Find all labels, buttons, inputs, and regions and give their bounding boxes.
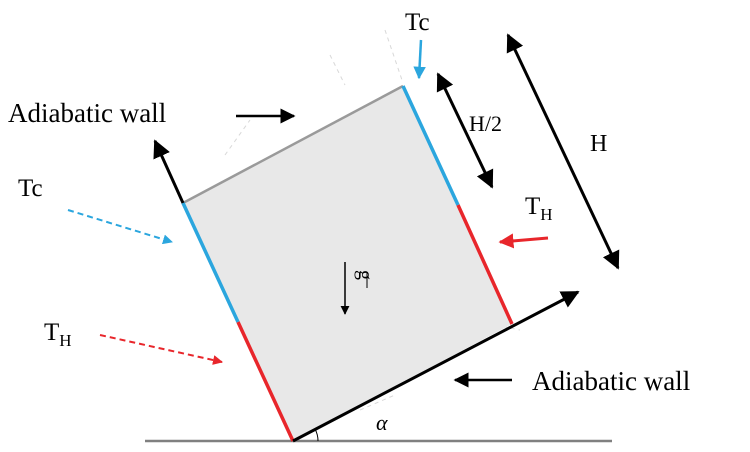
- th-right-arrow: [498, 233, 549, 249]
- adiabatic-bottom-wall: [292, 290, 580, 443]
- left-axis-arrow: [153, 139, 185, 204]
- th-left-label: TH: [44, 319, 72, 350]
- gravity-label: g: [354, 270, 376, 280]
- h-half-dimension: [436, 72, 494, 189]
- h-full-dimension: [506, 33, 620, 270]
- tc-left-label: Tc: [18, 175, 43, 202]
- guide-lines: [224, 29, 521, 411]
- hot-wall-right: [456, 204, 514, 325]
- adiabatic-bottom-label: Adiabatic wall: [532, 366, 690, 396]
- tc-left-arrow: [67, 209, 173, 245]
- adiabatic-top-label: Adiabatic wall: [8, 98, 166, 128]
- angle-arc: [314, 428, 319, 442]
- adiabatic-top-wall: [182, 84, 404, 205]
- tc-top-label: Tc: [405, 9, 430, 36]
- angle-label: α: [376, 410, 388, 435]
- cold-wall-left: [181, 202, 240, 323]
- cavity: [183, 86, 512, 441]
- th-right-label: TH: [525, 193, 553, 224]
- th-left-arrow: [99, 334, 223, 365]
- h-full-label: H: [590, 131, 607, 157]
- tc-top-arrow: [413, 39, 426, 80]
- hot-wall-left: [236, 321, 295, 442]
- h-half-label: H/2: [469, 111, 502, 136]
